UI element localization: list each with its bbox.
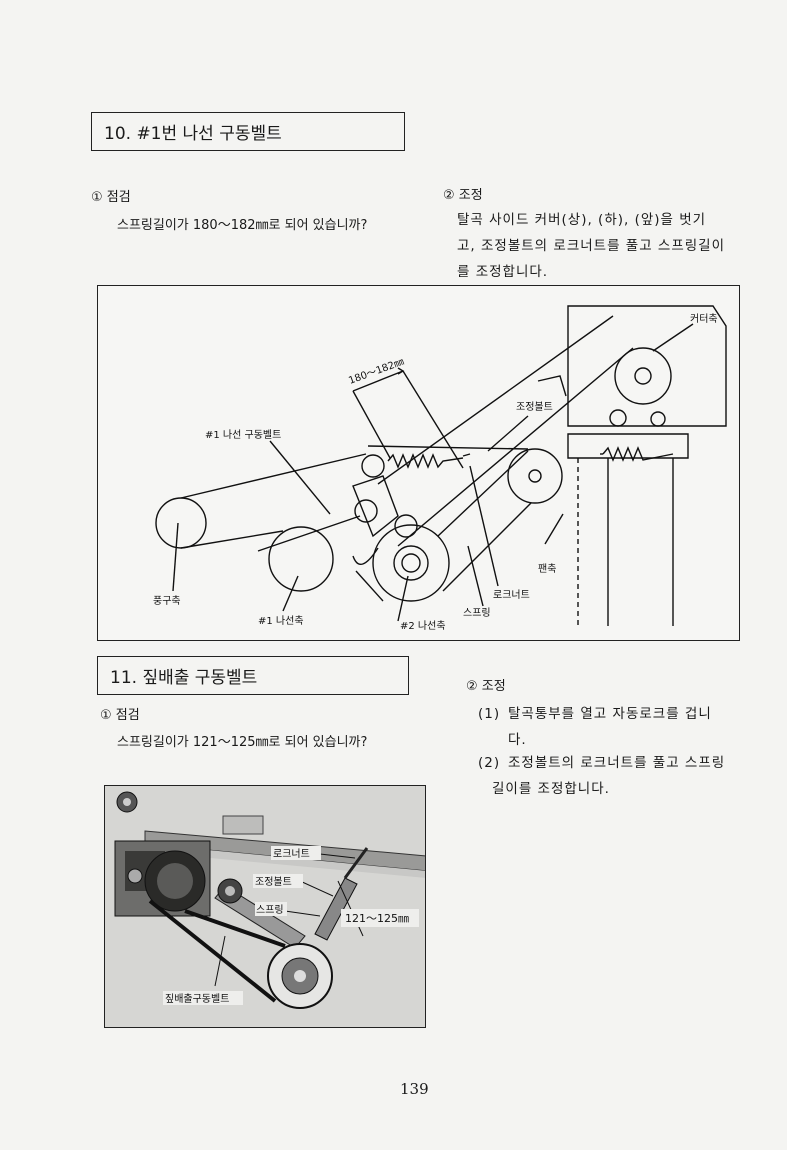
section-10-check-heading: ① 점검 xyxy=(91,190,131,205)
page-number: 139 xyxy=(400,1080,429,1098)
section-11-check-heading: ① 점검 xyxy=(100,708,140,723)
item-line: 다. xyxy=(508,732,527,748)
item-number: (2) xyxy=(478,755,501,771)
label-spiral-2: #2 나선축 xyxy=(400,620,446,632)
section-10-adjust-heading: ② 조정 xyxy=(443,188,483,203)
label-fan-shaft: 팬축 xyxy=(538,563,556,575)
belt-photo-frame: 로크너트 조정볼트 스프링 121～125㎜ 짚배출구동벨트 xyxy=(104,785,426,1028)
section-11-check-text: 스프링길이가 121～125㎜로 되어 있습니까? xyxy=(117,735,368,750)
item-line: 길이를 조정합니다. xyxy=(492,781,610,797)
section-11-adjust-item-2: (2) 조정볼트의 로크너트를 풀고 스프링 길이를 조정합니다. xyxy=(478,750,740,802)
photo-label-locknut: 로크너트 xyxy=(273,848,310,860)
label-spring: 스프링 xyxy=(463,607,491,619)
belt-diagram: 커터축 조정볼트 #1 나선 구동벨트 팬축 로크너트 스프링 풍구축 #1 나… xyxy=(153,305,727,632)
photo-label-belt: 짚배출구동벨트 xyxy=(165,993,229,1005)
section-10-title-text: 10. #1번 나선 구동벨트 xyxy=(104,124,282,144)
label-cutter-shaft: 커터축 xyxy=(690,313,718,325)
section-11-title: 11. 짚배출 구동벨트 xyxy=(97,656,409,695)
section-11-adjust-item-1: (1) 탈곡통부를 열고 자동로크를 겁니 다. xyxy=(478,701,740,753)
adjust-line: 탈곡 사이드 커버(상), (하), (앞)을 벗기 xyxy=(457,212,707,228)
item-line: 탈곡통부를 열고 자동로크를 겁니 xyxy=(508,706,712,722)
section-10-adjust-text: 탈곡 사이드 커버(상), (하), (앞)을 벗기 고, 조정볼트의 로크너트… xyxy=(457,207,747,285)
item-number: (1) xyxy=(478,706,501,722)
label-belt: #1 나선 구동벨트 xyxy=(205,429,281,441)
label-wind-shaft: 풍구축 xyxy=(153,595,181,607)
label-adjust-bolt: 조정볼트 xyxy=(516,401,553,413)
photo-label-spring: 스프링 xyxy=(256,904,284,916)
section-10-title: 10. #1번 나선 구동벨트 xyxy=(91,112,405,151)
section-11-title-text: 11. 짚배출 구동벨트 xyxy=(110,668,258,688)
belt-photo: 로크너트 조정볼트 스프링 121～125㎜ 짚배출구동벨트 xyxy=(105,786,425,1027)
adjust-line: 를 조정합니다. xyxy=(457,264,549,280)
item-line: 조정볼트의 로크너트를 풀고 스프링 xyxy=(508,755,726,771)
section-10-check-text: 스프링길이가 180～182㎜로 되어 있습니까? xyxy=(117,218,368,233)
label-spiral-1: #1 나선축 xyxy=(258,615,304,627)
section-11-adjust-heading: ② 조정 xyxy=(466,679,506,694)
photo-label-dimension: 121～125㎜ xyxy=(345,912,409,925)
label-locknut: 로크너트 xyxy=(493,589,530,601)
photo-label-adjust-bolt: 조정볼트 xyxy=(255,876,292,888)
belt-diagram-frame: 커터축 조정볼트 #1 나선 구동벨트 팬축 로크너트 스프링 풍구축 #1 나… xyxy=(97,285,740,641)
adjust-line: 고, 조정볼트의 로크너트를 풀고 스프링길이 xyxy=(457,238,726,254)
